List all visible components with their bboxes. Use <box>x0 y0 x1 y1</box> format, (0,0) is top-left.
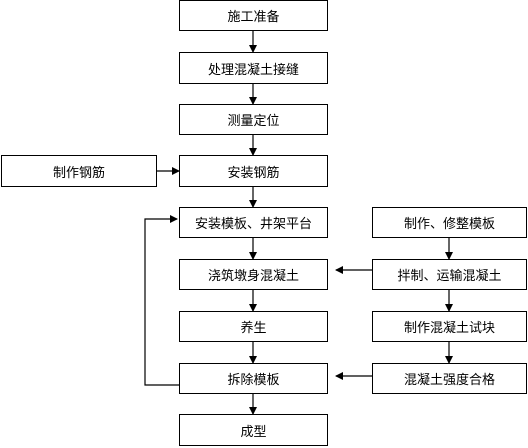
step-mix-transport-concrete: 拌制、运输混凝土 <box>372 259 527 290</box>
step-install-formwork: 安装模板、井架平台 <box>179 207 328 238</box>
step-make-test-blocks: 制作混凝土试块 <box>372 311 527 342</box>
step-remove-formwork: 拆除模板 <box>179 363 328 394</box>
step-survey-positioning: 测量定位 <box>179 104 328 135</box>
step-install-rebar: 安装钢筋 <box>179 155 328 187</box>
step-finished: 成型 <box>179 414 328 446</box>
step-make-formwork: 制作、修整模板 <box>372 207 527 238</box>
step-strength-qualified: 混凝土强度合格 <box>372 363 527 394</box>
step-curing: 养生 <box>179 311 328 342</box>
arrow-loop-back <box>144 215 179 386</box>
step-pour-concrete: 浇筑墩身混凝土 <box>179 259 328 290</box>
step-construction-prep: 施工准备 <box>179 0 328 31</box>
step-make-rebar: 制作钢筋 <box>1 155 157 187</box>
step-treat-joints: 处理混凝土接缝 <box>179 52 328 84</box>
